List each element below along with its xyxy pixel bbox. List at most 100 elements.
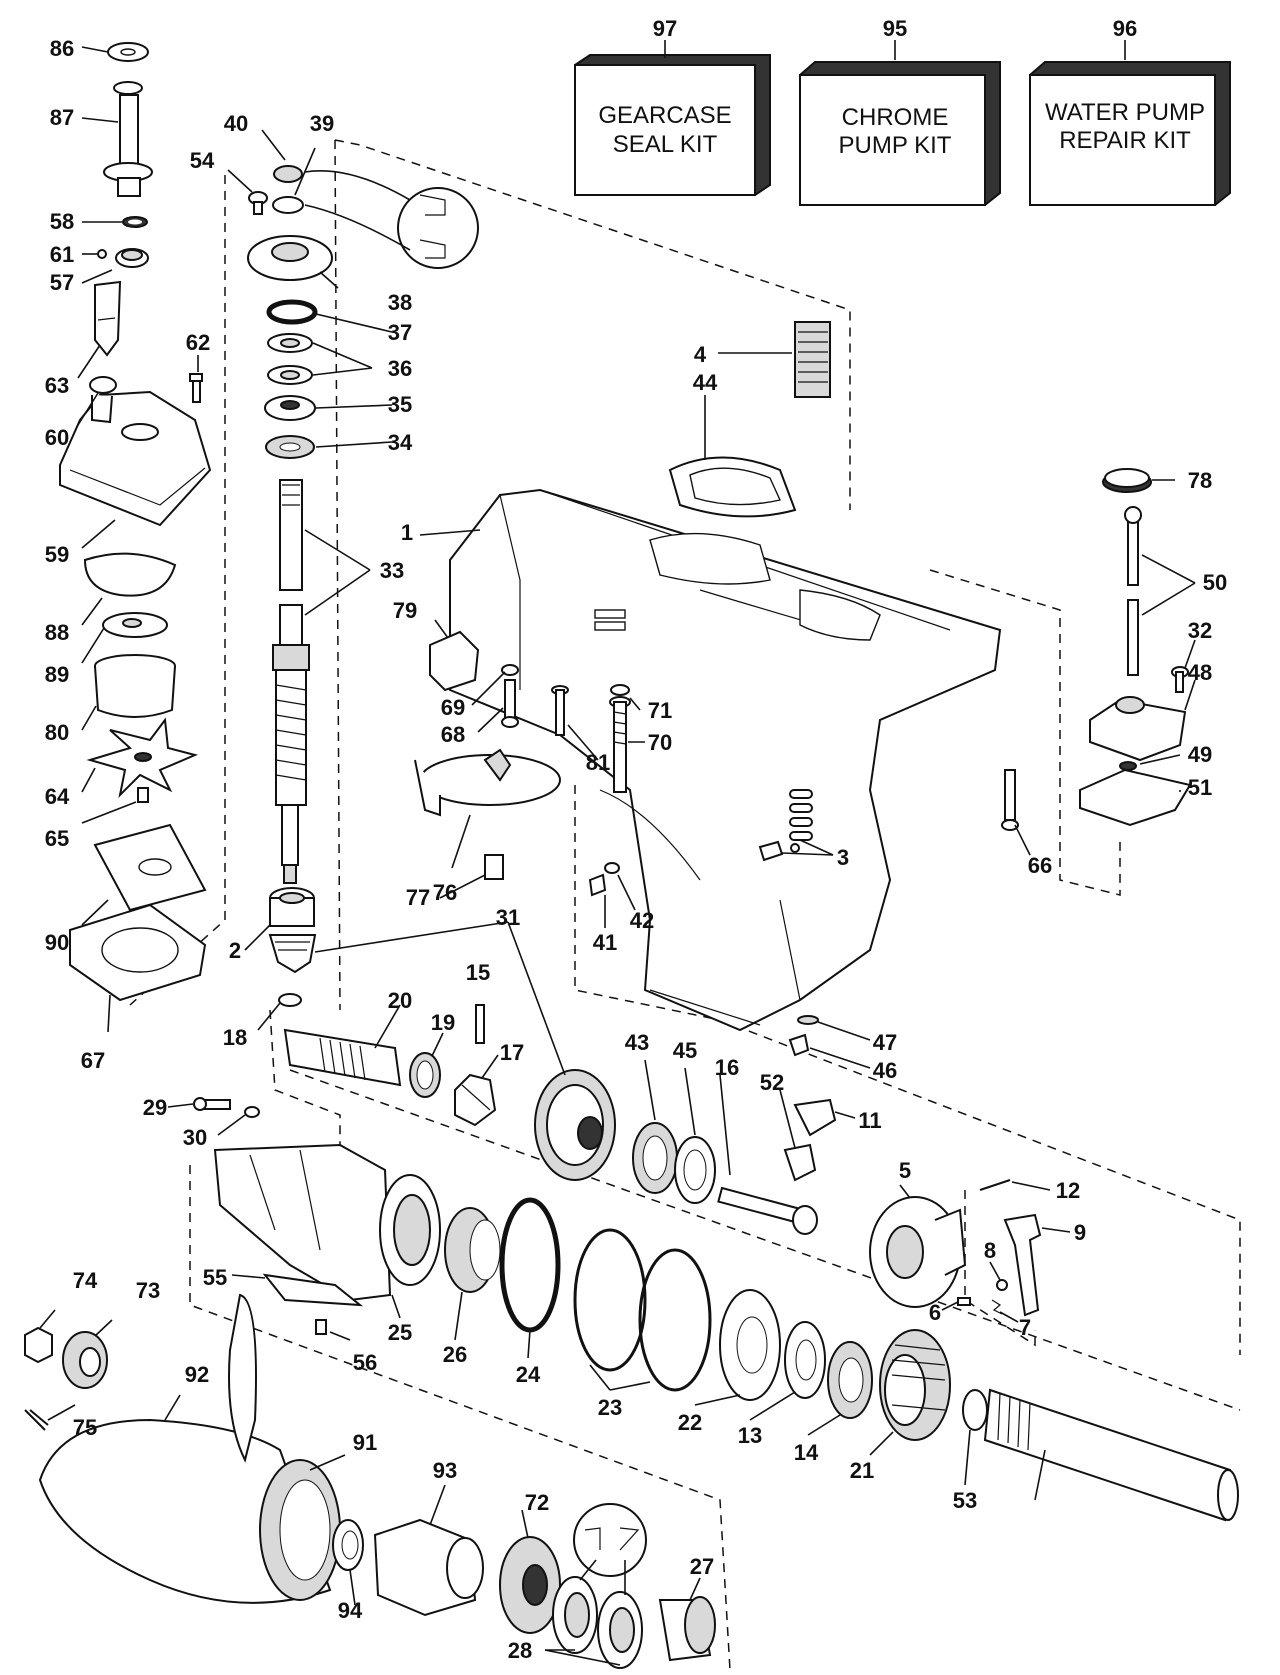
part-38-housing	[247, 235, 333, 281]
part-87-grommet-tube	[103, 81, 153, 197]
part-39-seal	[272, 196, 304, 214]
callout-35: 35	[388, 392, 412, 417]
part-70-bolt	[609, 696, 631, 793]
callout-17: 17	[500, 1040, 524, 1065]
callout-73: 73	[136, 1278, 160, 1303]
callout-92: 92	[185, 1362, 209, 1387]
part-92-propeller	[38, 1293, 341, 1604]
part-62-screw	[189, 373, 203, 403]
part-49-o-ring	[1119, 761, 1137, 771]
part-44-seal	[668, 456, 797, 518]
kit-box-gearcase-seal	[574, 40, 771, 196]
callout-93: 93	[433, 1458, 457, 1483]
part-20-propeller-shaft	[983, 1388, 1239, 1522]
kit-96-number: 96	[1113, 16, 1137, 41]
kit-97-number: 97	[653, 16, 677, 41]
callout-61: 61	[50, 242, 74, 267]
part-61-screw	[97, 249, 107, 259]
part-41-plug	[588, 873, 607, 897]
part-69-washer	[501, 664, 519, 676]
part-66-bolt	[1001, 769, 1019, 831]
callout-46: 46	[873, 1058, 897, 1083]
callout-16: 16	[715, 1055, 739, 1080]
part-57-seal	[115, 248, 149, 268]
callout-88: 88	[45, 620, 69, 645]
leader-lines	[39, 46, 1196, 1666]
part-2-bearing	[269, 887, 315, 927]
callout-77: 77	[406, 885, 430, 910]
part-7-spring	[991, 1299, 1003, 1315]
callout-21: 21	[850, 1458, 874, 1483]
callout-56: 56	[353, 1350, 377, 1375]
callout-33: 33	[380, 558, 404, 583]
part-28-seals	[552, 1576, 643, 1669]
callout-79: 79	[393, 598, 417, 623]
part-20-clutch-shaft	[283, 1028, 402, 1087]
callout-14: 14	[794, 1440, 819, 1465]
part-13-washer	[784, 1321, 826, 1399]
part-6-pin	[957, 1297, 971, 1306]
callout-13: 13	[738, 1423, 762, 1448]
callout-53: 53	[953, 1488, 977, 1513]
callout-71: 71	[648, 698, 672, 723]
callout-76: 76	[433, 880, 457, 905]
callout-3: 3	[837, 845, 849, 870]
callout-23: 23	[598, 1395, 622, 1420]
part-21-forward-gear	[879, 1329, 951, 1441]
callout-5: 5	[899, 1158, 911, 1183]
part-32-screw	[1171, 666, 1189, 693]
callout-31: 18	[223, 1025, 247, 1050]
callout-69: 69	[441, 695, 465, 720]
part-74-nut	[24, 1326, 53, 1364]
callout-28: 28	[508, 1638, 532, 1663]
part-5-bearing-housing	[869, 1196, 967, 1308]
callout-48: 48	[1188, 660, 1212, 685]
part-45-washer	[674, 1136, 716, 1204]
callout-1: 1	[401, 520, 413, 545]
callout-36: 36	[388, 356, 412, 381]
callout-27: 27	[690, 1554, 714, 1579]
callout-40: 40	[224, 111, 248, 136]
callout-60: 60	[45, 425, 69, 450]
callout-29: 29	[143, 1095, 167, 1120]
callout-49: 49	[1188, 742, 1212, 767]
part-86-washer	[107, 42, 149, 62]
part-88-o-ring	[83, 552, 177, 597]
callout-30: 30	[183, 1125, 207, 1150]
part-46-plug	[788, 1033, 810, 1057]
part-34-bearing	[265, 435, 315, 459]
part-76-trim-tab	[414, 748, 561, 817]
part-43-bearing	[632, 1122, 678, 1194]
part-94-bushing	[332, 1519, 364, 1571]
callout-11: 11	[858, 1108, 881, 1133]
part-65-key	[137, 787, 149, 803]
part-4-screen	[794, 321, 831, 398]
callout-75: 75	[73, 1415, 97, 1440]
callout-74: 74	[73, 1268, 98, 1293]
callout-15: 31	[496, 905, 520, 930]
callout-8: 8	[984, 1238, 996, 1263]
part-63-liner	[94, 280, 122, 357]
callout-numbers: 86 87 40 39 54 58 61 57 38 37 36 35 34 6…	[45, 36, 1227, 1663]
callout-7: 7	[1019, 1315, 1031, 1340]
kit-97-line2: SEAL KIT	[613, 131, 718, 158]
callout-9: 9	[1074, 1220, 1086, 1245]
callout-86: 86	[50, 36, 74, 61]
part-11-lever	[793, 1098, 837, 1137]
callout-25: 25	[388, 1320, 412, 1345]
part-15-pinion	[268, 934, 317, 974]
callout-18: 15	[466, 960, 490, 985]
part-9-shift-lever	[1003, 1213, 1042, 1317]
part-48-housing	[1089, 696, 1187, 762]
part-1-gearcase	[449, 488, 1002, 1032]
callout-68: 68	[441, 722, 465, 747]
part-64-impeller	[86, 717, 199, 799]
kit-95-number: 95	[883, 16, 907, 41]
callout-64: 64	[45, 784, 70, 809]
part-71-washer	[610, 684, 630, 696]
part-51-gasket	[1079, 768, 1192, 827]
part-14-bearing	[827, 1341, 873, 1419]
callout-37: 37	[388, 320, 412, 345]
part-23-retaining-rings	[573, 1228, 712, 1392]
callout-80: 80	[45, 720, 69, 745]
